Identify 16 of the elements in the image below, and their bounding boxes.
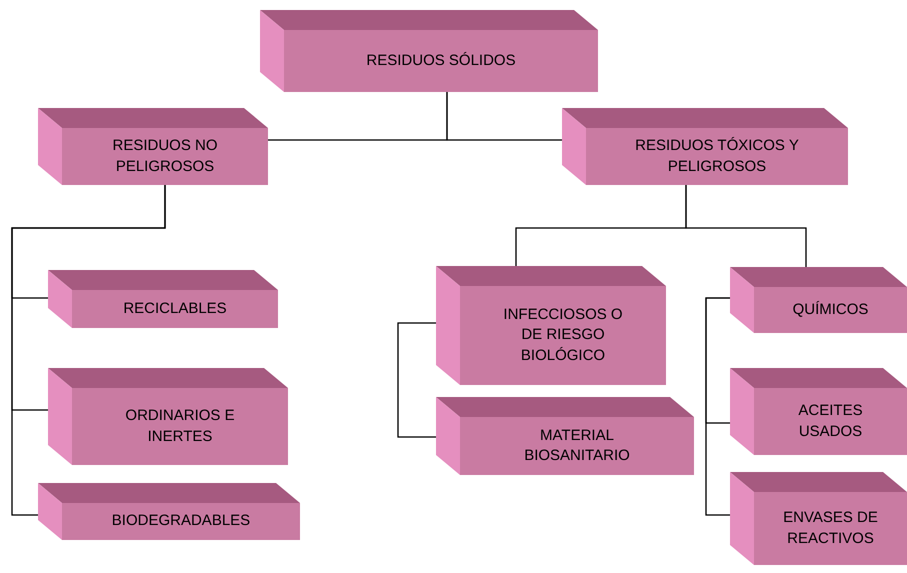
connector-line bbox=[446, 92, 562, 141]
block-label: RECICLABLES bbox=[123, 298, 227, 319]
block-label: QUÍMICOS bbox=[792, 300, 868, 320]
block-label: RESIDUOS NO PELIGROSOS bbox=[111, 136, 218, 176]
block-label: BIODEGRADABLES bbox=[112, 511, 250, 532]
block-label: ORDINARIOS E INERTES bbox=[125, 406, 235, 446]
block-label: MATERIAL BIOSANITARIO bbox=[523, 426, 631, 466]
block-label: RESIDUOS SÓLIDOS bbox=[366, 50, 516, 71]
block-label: INFECCIOSOS O DE RIESGO BIOLÓGICO bbox=[502, 305, 624, 366]
block-label: ACEITES USADOS bbox=[797, 401, 864, 442]
connector-line bbox=[705, 297, 730, 516]
connector-line bbox=[685, 185, 807, 267]
block-label: ENVASES DE REACTIVOS bbox=[782, 508, 879, 548]
connector-line bbox=[397, 322, 436, 438]
block-label: RESIDUOS TÓXICOS Y PELIGROSOS bbox=[634, 136, 800, 176]
connector-line bbox=[11, 185, 166, 516]
